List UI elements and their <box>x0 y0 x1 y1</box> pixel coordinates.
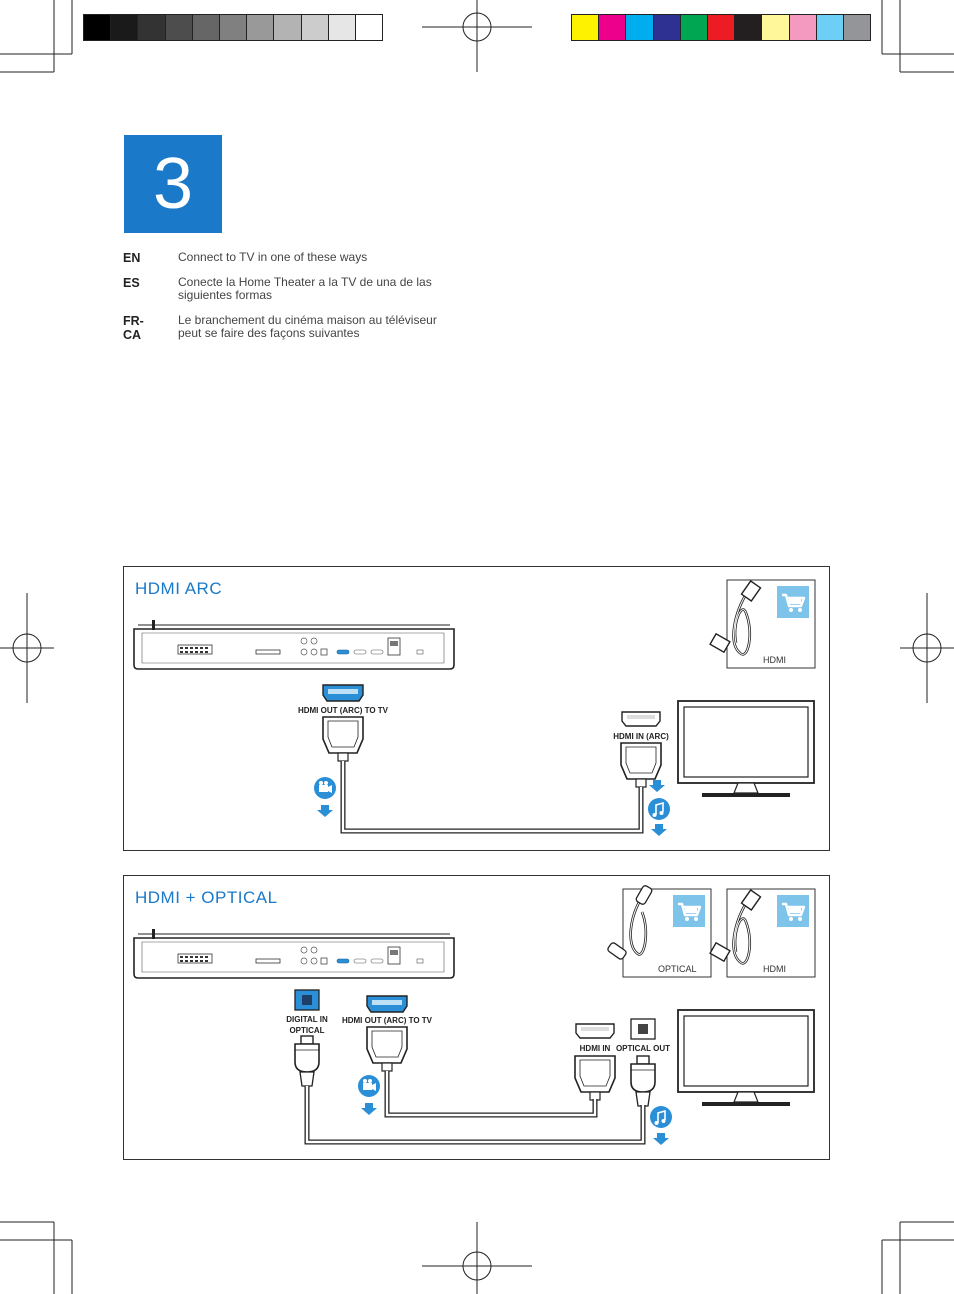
language-text: Conecte la Home Theater a la TV de una d… <box>178 275 432 302</box>
color-swatch <box>761 14 790 41</box>
panel-title: HDMI ARC <box>135 579 223 598</box>
color-swatch <box>273 14 302 41</box>
arrow-down-icon <box>361 1103 377 1115</box>
cable-label: OPTICAL <box>658 964 697 974</box>
optical-plug <box>630 1055 656 1107</box>
color-swatch <box>815 14 844 41</box>
registration-mark-bottom <box>422 1222 532 1294</box>
hdmi-out-label: HDMI OUT (ARC) TO TV <box>298 706 389 715</box>
tv <box>677 1009 815 1107</box>
shopping-cart-icon <box>775 584 811 620</box>
home-theater-player <box>133 619 455 670</box>
color-swatch <box>219 14 248 41</box>
color-swatch <box>571 14 600 41</box>
home-theater-player <box>133 928 455 979</box>
optical-cable-accessory: OPTICAL <box>607 885 712 978</box>
hdmi-cable-accessory: HDMI <box>708 888 816 978</box>
registration-mark-left <box>0 593 54 703</box>
video-camera-icon <box>314 777 336 799</box>
step-number: 3 <box>152 144 194 224</box>
color-swatch <box>707 14 736 41</box>
optical-label: OPTICAL <box>289 1026 324 1035</box>
hdmi-plug <box>574 1055 616 1101</box>
music-note-icon <box>650 1106 672 1128</box>
optical-plug <box>294 1035 320 1087</box>
color-swatch <box>83 14 112 41</box>
color-swatch <box>598 14 627 41</box>
hdmi-cable-accessory: HDMI <box>708 579 816 669</box>
registration-mark-top <box>422 0 532 72</box>
language-text: Le branchement du cinéma maison au télév… <box>178 313 437 340</box>
optical-out-socket <box>630 1018 656 1040</box>
arrow-down-icon <box>651 824 667 836</box>
color-swatch <box>734 14 763 41</box>
arrow-up-icon <box>649 780 665 792</box>
digital-in-label: DIGITAL IN <box>286 1015 328 1024</box>
hdmi-out-socket <box>366 995 408 1013</box>
shopping-cart-icon <box>671 893 707 929</box>
language-code: FR-CA <box>123 314 144 342</box>
hdmi-optical-diagram: OPTICAL HDMI DIGITAL IN OPTICAL HDMI OUT… <box>133 885 816 1145</box>
hdmi-plug <box>366 1026 408 1072</box>
language-code: ES <box>123 276 140 290</box>
hdmi-in-label: HDMI IN <box>580 1044 611 1053</box>
color-swatch <box>327 14 356 41</box>
color-swatch <box>355 14 384 41</box>
cable-label: HDMI <box>763 964 786 974</box>
step-number-badge: 3 <box>124 135 222 233</box>
hdmi-out-socket <box>322 684 364 702</box>
hdmi-arc-panel: HDMI ARC HDMI HDMI OUT (ARC) TO TV HDMI … <box>123 566 830 851</box>
color-swatch <box>788 14 817 41</box>
color-swatch <box>110 14 139 41</box>
language-text: Connect to TV in one of these ways <box>178 250 368 264</box>
color-swatch <box>191 14 220 41</box>
digital-in-optical-socket <box>294 989 320 1011</box>
music-note-icon <box>648 798 670 820</box>
color-swatch <box>137 14 166 41</box>
language-code: EN <box>123 251 141 265</box>
hdmi-in-label: HDMI IN (ARC) <box>613 732 669 741</box>
color-swatch <box>246 14 275 41</box>
hdmi-out-label: HDMI OUT (ARC) TO TV <box>342 1016 433 1025</box>
optical-out-label: OPTICAL OUT <box>616 1044 670 1053</box>
cable-label: HDMI <box>763 655 786 665</box>
color-swatch <box>679 14 708 41</box>
color-swatch <box>625 14 654 41</box>
hdmi-in-socket <box>575 1023 615 1039</box>
color-swatch <box>300 14 329 41</box>
arrow-down-icon <box>317 805 333 817</box>
color-swatch <box>843 14 872 41</box>
video-camera-icon <box>358 1075 380 1097</box>
hdmi-plug <box>322 716 364 762</box>
hdmi-arc-diagram: HDMI HDMI OUT (ARC) TO TV HDMI IN (ARC) <box>133 579 816 836</box>
hdmi-optical-panel: HDMI + OPTICAL OPTICAL HDMI DIGITAL IN O… <box>123 875 830 1160</box>
arrow-down-icon <box>653 1133 669 1145</box>
color-swatch <box>652 14 681 41</box>
color-swatch <box>164 14 193 41</box>
panel-title: HDMI + OPTICAL <box>135 888 278 907</box>
tv <box>677 700 815 798</box>
shopping-cart-icon <box>775 893 811 929</box>
hdmi-in-socket <box>621 711 661 727</box>
registration-mark-right <box>900 593 954 703</box>
